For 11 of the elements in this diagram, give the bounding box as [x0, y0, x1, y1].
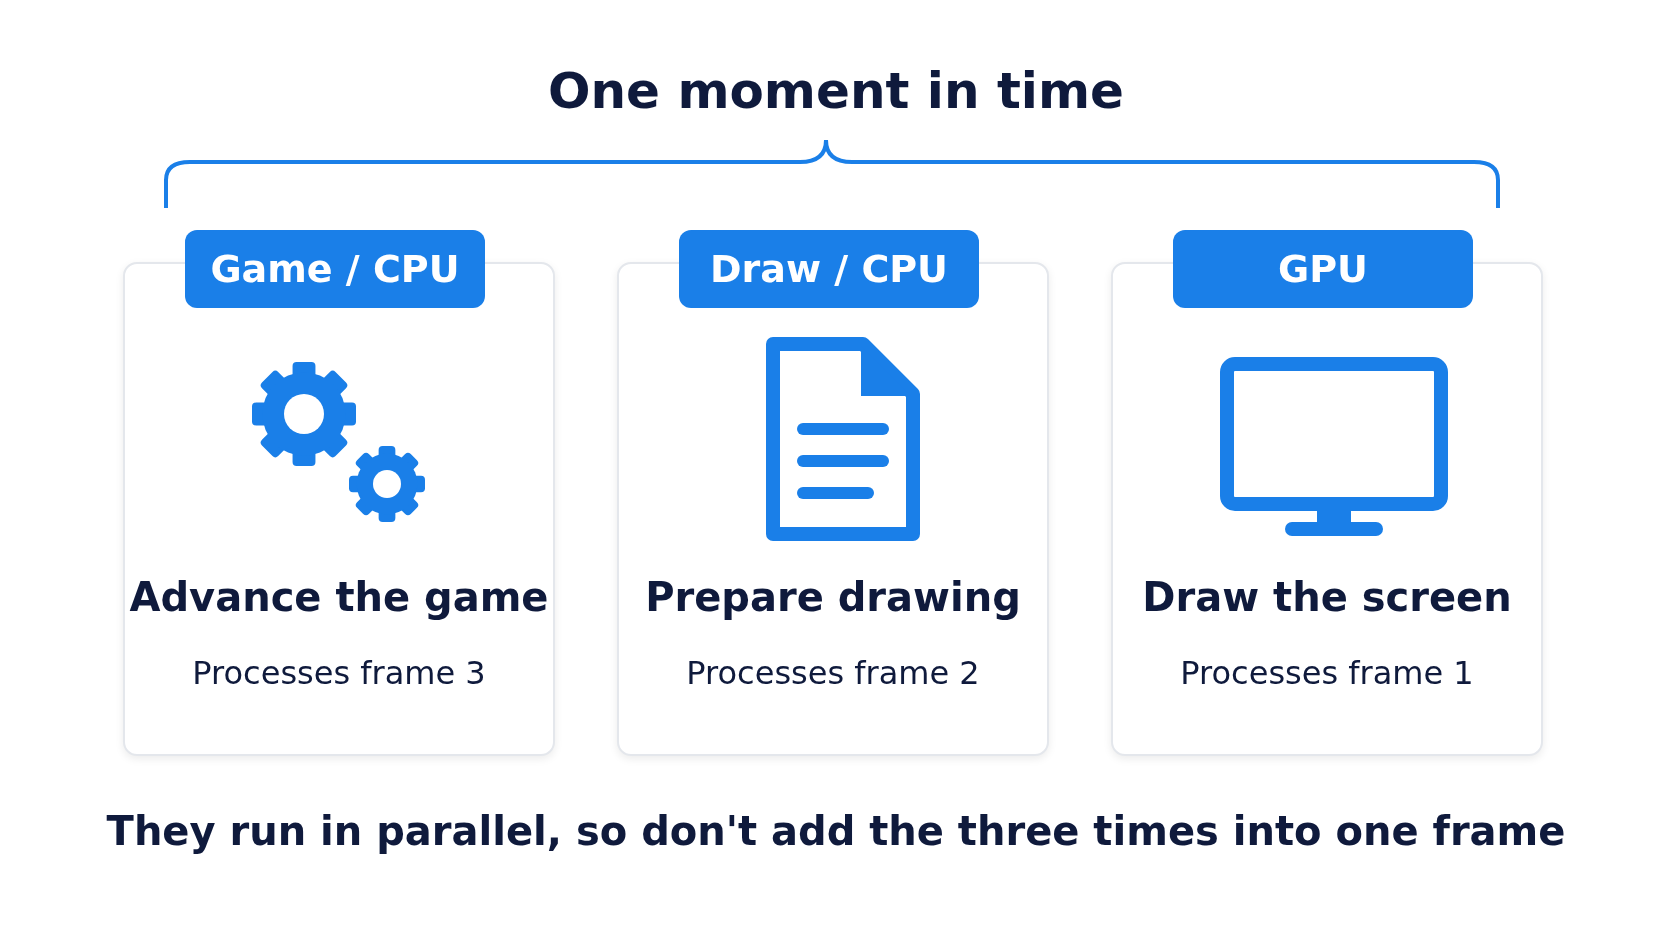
card-heading: Advance the game — [128, 574, 550, 620]
label-tab: Draw / CPU — [679, 230, 979, 308]
card-subtitle: Processes frame 3 — [191, 654, 487, 692]
card-heading: Prepare drawing — [644, 574, 1022, 620]
caption: They run in parallel, so don't add the three times into one frame — [105, 808, 1567, 854]
card-heading: Draw the screen — [1141, 574, 1513, 620]
card-subtitle: Processes frame 1 — [1179, 654, 1475, 692]
label-tab: GPU — [1173, 230, 1473, 308]
label-tab: Game / CPU — [185, 230, 485, 308]
card-subtitle: Processes frame 2 — [685, 654, 981, 692]
title: One moment in time — [547, 62, 1125, 120]
